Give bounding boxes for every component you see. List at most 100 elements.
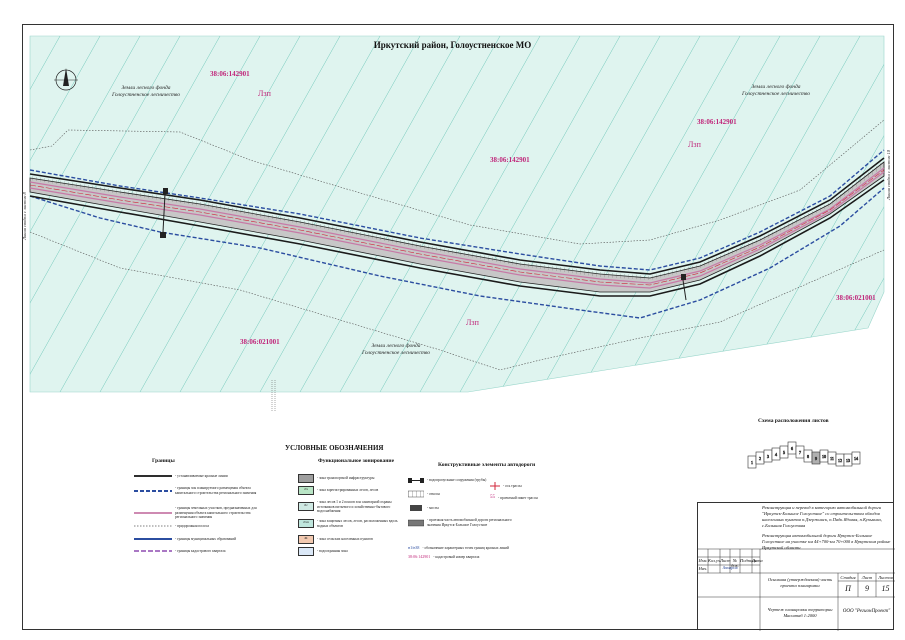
cadastral-code: 38:06:142901: [408, 554, 431, 559]
sheet-header: Лист: [861, 575, 873, 580]
forest-fund-label: Земли лесного фонда Голоустненское лесни…: [112, 85, 180, 99]
legend-item: - водопропускные сооружения (трубы): [408, 476, 517, 484]
legend-text: - зона зарегистрированных лесов, лесов: [317, 488, 379, 493]
scheme-sheet-number: 6: [791, 446, 793, 451]
legend-swatch: [134, 511, 172, 514]
red-lines: [29, 157, 885, 297]
legend-text: - границы земельных участков, предназнач…: [175, 506, 257, 519]
legend-swatch: Лзп: [298, 519, 314, 528]
title-block-grid: [698, 548, 895, 631]
cadastral-quarter-label: 38:06:021001: [836, 294, 876, 302]
stage-value: П: [845, 584, 851, 593]
legend-swatch: [134, 475, 172, 478]
forest-fund-text: Земли лесного фонда Голоустненское лесни…: [362, 343, 430, 356]
legend-item: - водоохранная зона: [298, 547, 407, 556]
zone-code-label: Лзп: [688, 140, 701, 149]
slope-icon: [408, 490, 424, 498]
cadastral-quarter-label: 38:06:021001: [240, 338, 280, 346]
legend-text: - обозначение характерных точек границ к…: [422, 546, 509, 550]
culvert-icon: [160, 188, 687, 301]
sheet-join-left: Линия сводки с листом 8: [22, 192, 27, 240]
legend-swatch: [134, 489, 172, 492]
legend-swatch: [134, 538, 172, 541]
legend-text: - зона транспортной инфраструктуры: [317, 476, 375, 481]
legend-item: Ж - зона сельских населенных пунктов: [298, 535, 407, 544]
scheme-sheet-number: 4: [775, 452, 777, 457]
legend-swatch: Лз: [298, 486, 314, 495]
section-name: Основная (утверждаемая) часть проекта пл…: [767, 577, 833, 588]
legend-item: - границы зон планируемого размещения об…: [134, 486, 265, 495]
cadastral-quarter-label: 38:06:142901: [490, 156, 530, 164]
land-plot-boundary: [29, 167, 885, 289]
bridge-icon: [410, 505, 422, 511]
forest-fund-text: Земли лесного фонда Голоустненское лесни…: [742, 84, 810, 97]
scheme-sheet-number: 1: [751, 460, 753, 465]
legend-item: - откосы: [408, 490, 477, 498]
legend-item: - границы муниципальных образований: [134, 537, 265, 542]
legend-item: - ось трассы: [490, 482, 543, 490]
forest-fund-text: Земли лесного фонда Голоустненское лесни…: [112, 85, 180, 98]
legend-item: - границы земельных участков, предназнач…: [134, 506, 265, 520]
stamp-col-head: Изм.: [698, 558, 708, 563]
legend-text: - зона лесов 1 и 2 поясов зон санитарной…: [317, 500, 392, 513]
legend-item: Лзп - зона защитных лесов, лесов, распол…: [298, 519, 407, 528]
legend-text: - ось трассы: [503, 483, 522, 488]
legend-text: - границы кадастрового квартала: [175, 549, 226, 553]
legend-text: - границы зон планируемого размещения об…: [175, 486, 257, 495]
scheme-sheet-number: 7: [799, 450, 801, 455]
culvert-icon: [408, 478, 424, 483]
signer-role: Нач.: [698, 566, 708, 571]
legend-item: 38:06:142901 - кадастровый номер квартал…: [408, 554, 543, 560]
legend-swatch: [298, 547, 314, 556]
legend-item: - проезжая часть автомобильной дороги ре…: [408, 518, 517, 527]
legend-text: - водоохранная зона: [317, 549, 348, 554]
cadastral-quarter-label: 38:06:142901: [210, 70, 250, 78]
forest-fund-label: Земли лесного фонда Голоустненское лесни…: [362, 343, 430, 357]
north-arrow-icon: [54, 68, 78, 91]
legend-text: - кадастровый номер квартала: [433, 555, 480, 559]
legend-text: - водопропускные сооружения (трубы): [427, 477, 487, 482]
zone-code-label: Лзп: [258, 89, 271, 98]
sheet-join-right: Линия сводки с листом 10: [886, 150, 891, 200]
legend-text: - зона защитных лесов, лесов, расположен…: [317, 519, 398, 528]
scheme-sheet-number: 13: [846, 458, 850, 463]
cadastral-quarter-label: 38:06:142901: [697, 118, 737, 126]
legend-text: - проезжая часть автомобильной дороги ре…: [427, 518, 512, 527]
title-block: Реконструкция и перевод в категорию авто…: [697, 502, 895, 631]
legend-text: - границы муниципальных образований: [175, 537, 237, 541]
axis-icon: [490, 482, 500, 490]
legend-item: - границы кадастрового квартала: [134, 549, 265, 554]
legend-item: - зона транспортной инфраструктуры: [298, 474, 407, 483]
stamp-col-head: № док.: [731, 558, 739, 568]
legend-text: - откосы: [427, 491, 440, 496]
legend-swatch: Ж: [298, 535, 314, 544]
zone-boundary: [29, 149, 885, 319]
carriageway-icon: [408, 519, 424, 526]
legend-col-head: Функциональное зонирование: [318, 458, 395, 464]
stamp-col-head: Кол.уч.: [708, 558, 722, 563]
sheets-header: Листов: [878, 575, 893, 580]
legend-swatch: [134, 550, 172, 552]
stamp-col-head: Дата: [752, 558, 763, 563]
legend-item: - придорожная полоса: [134, 524, 265, 529]
scheme-sheet-number: 8: [807, 454, 809, 459]
scheme-sheet-number: 2: [759, 456, 761, 461]
roadside-strip-boundary: [29, 119, 885, 371]
scale-ruler: [271, 380, 276, 412]
scheme-sheet-number: 3: [767, 454, 769, 459]
legend-item: Лс - зона лесов 1 и 2 поясов зон санитар…: [298, 500, 407, 514]
scheme-sheet-number: 14: [854, 456, 858, 461]
sheet-value: 9: [865, 584, 869, 593]
legend-text: - зона сельских населенных пунктов: [317, 537, 373, 542]
road-axis: [29, 169, 885, 286]
scheme-sheet-number: 10: [822, 454, 826, 459]
scheme-sheet-number: 12: [838, 458, 842, 463]
sheets-value: 15: [881, 584, 890, 593]
sheet-border: [22, 24, 894, 630]
legend-col-head: Конструктивные элементы автодороги: [438, 462, 536, 468]
point-code: н1/н38: [408, 545, 420, 550]
organization: ООО "РегионПроект": [842, 609, 891, 614]
stage-header: Стадия: [840, 575, 856, 580]
scheme-sheet-number: 9: [815, 456, 817, 461]
